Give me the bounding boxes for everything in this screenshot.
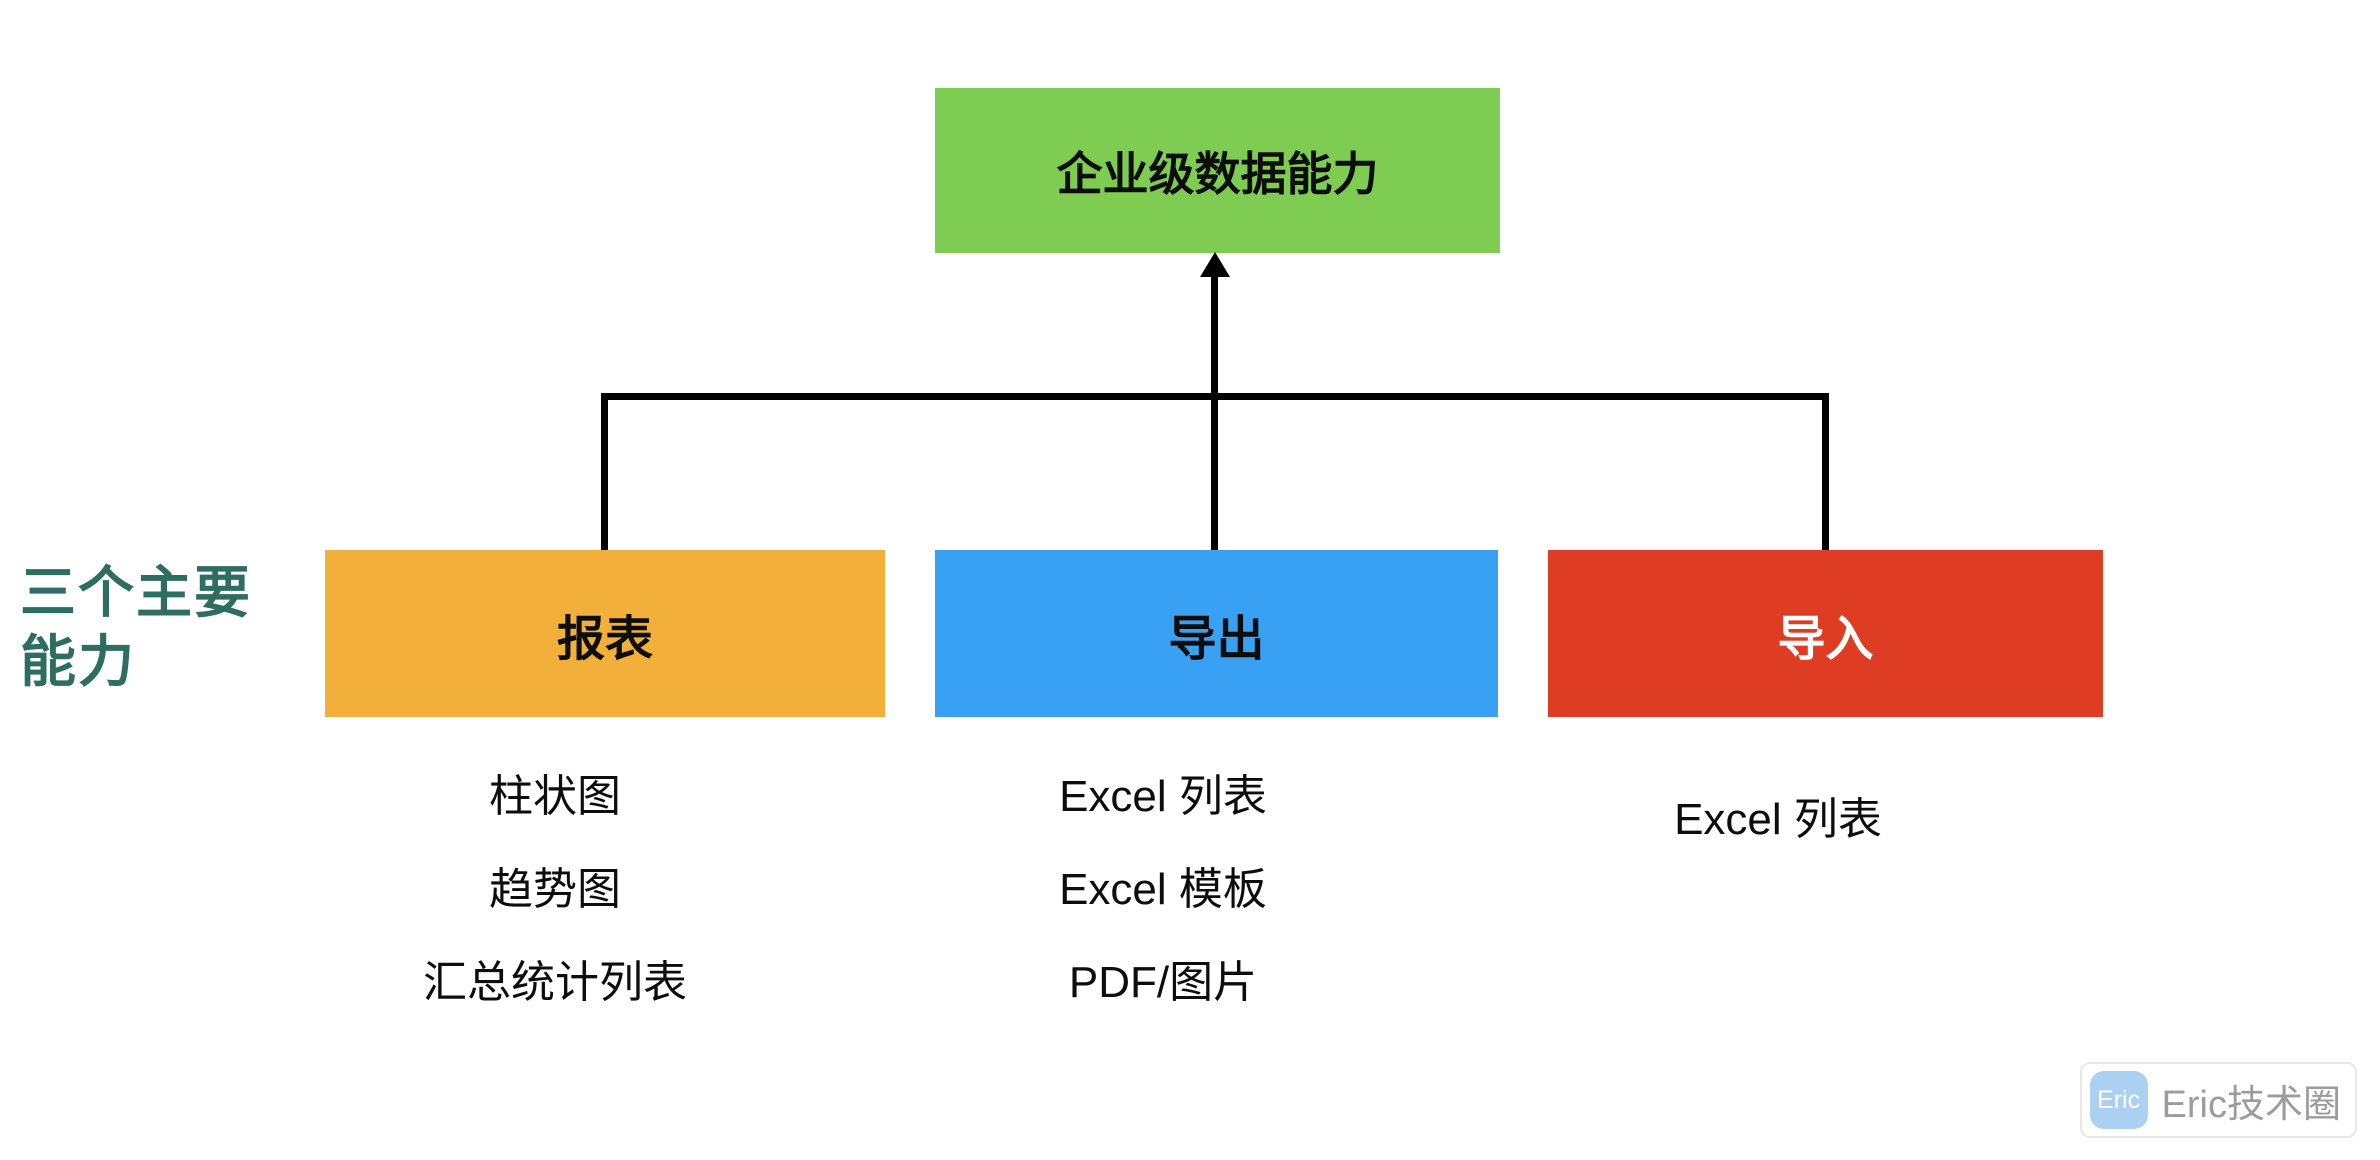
list-item: 柱状图 — [489, 772, 621, 821]
list-item: 汇总统计列表 — [423, 958, 687, 1007]
side-label-three-capabilities: 三个主要 能力 — [20, 558, 252, 696]
node-enterprise-data-capability: 企业级数据能力 — [935, 88, 1500, 253]
list-item: Excel 列表 — [1674, 795, 1882, 844]
node-import-label: 导入 — [1777, 612, 1874, 666]
arrow-shaft-to-root — [1211, 271, 1218, 393]
node-report: 报表 Eric Eric技术圈 — [325, 550, 1251, 1160]
list-item: 趋势图 — [489, 865, 621, 914]
list-export-items: Excel 列表 Excel 模板 PDF/图片 — [893, 767, 1433, 1013]
connector-drop-report — [601, 393, 608, 550]
list-report-items: 柱状图 趋势图 汇总统计列表 — [285, 767, 825, 1013]
connector-drop-export — [1211, 393, 1218, 550]
connector-drop-import — [1822, 393, 1829, 550]
list-item: Excel 模板 — [1059, 865, 1267, 914]
watermark-text: Eric技术圈 — [1039, 1130, 1232, 1160]
side-label-line2: 能力 — [20, 630, 136, 693]
eric-logo-badge: Eric — [2089, 1071, 2148, 1129]
side-label-line1: 三个主要 — [20, 561, 252, 624]
watermark-eric-badge: Eric — [983, 1118, 1039, 1160]
list-import-items: Excel 列表 — [1508, 790, 2048, 850]
list-item: PDF/图片 — [1068, 958, 1258, 1007]
node-report-label: 报表 — [556, 612, 653, 666]
watermark-report: Eric Eric技术圈 — [965, 1106, 1251, 1160]
node-export: 导出 — [935, 550, 1498, 717]
node-export-label: 导出 — [1168, 612, 1265, 666]
arrow-head-icon — [1200, 252, 1230, 277]
eric-logo-text: Eric技术圈 — [2161, 1083, 2341, 1126]
eric-tech-logo-card: Eric Eric技术圈 — [2079, 1062, 2357, 1138]
list-item: Excel 列表 — [1059, 772, 1267, 821]
node-import: 导入 Eric Eric技术圈 — [1548, 550, 2103, 717]
node-root-label: 企业级数据能力 — [1056, 147, 1379, 200]
